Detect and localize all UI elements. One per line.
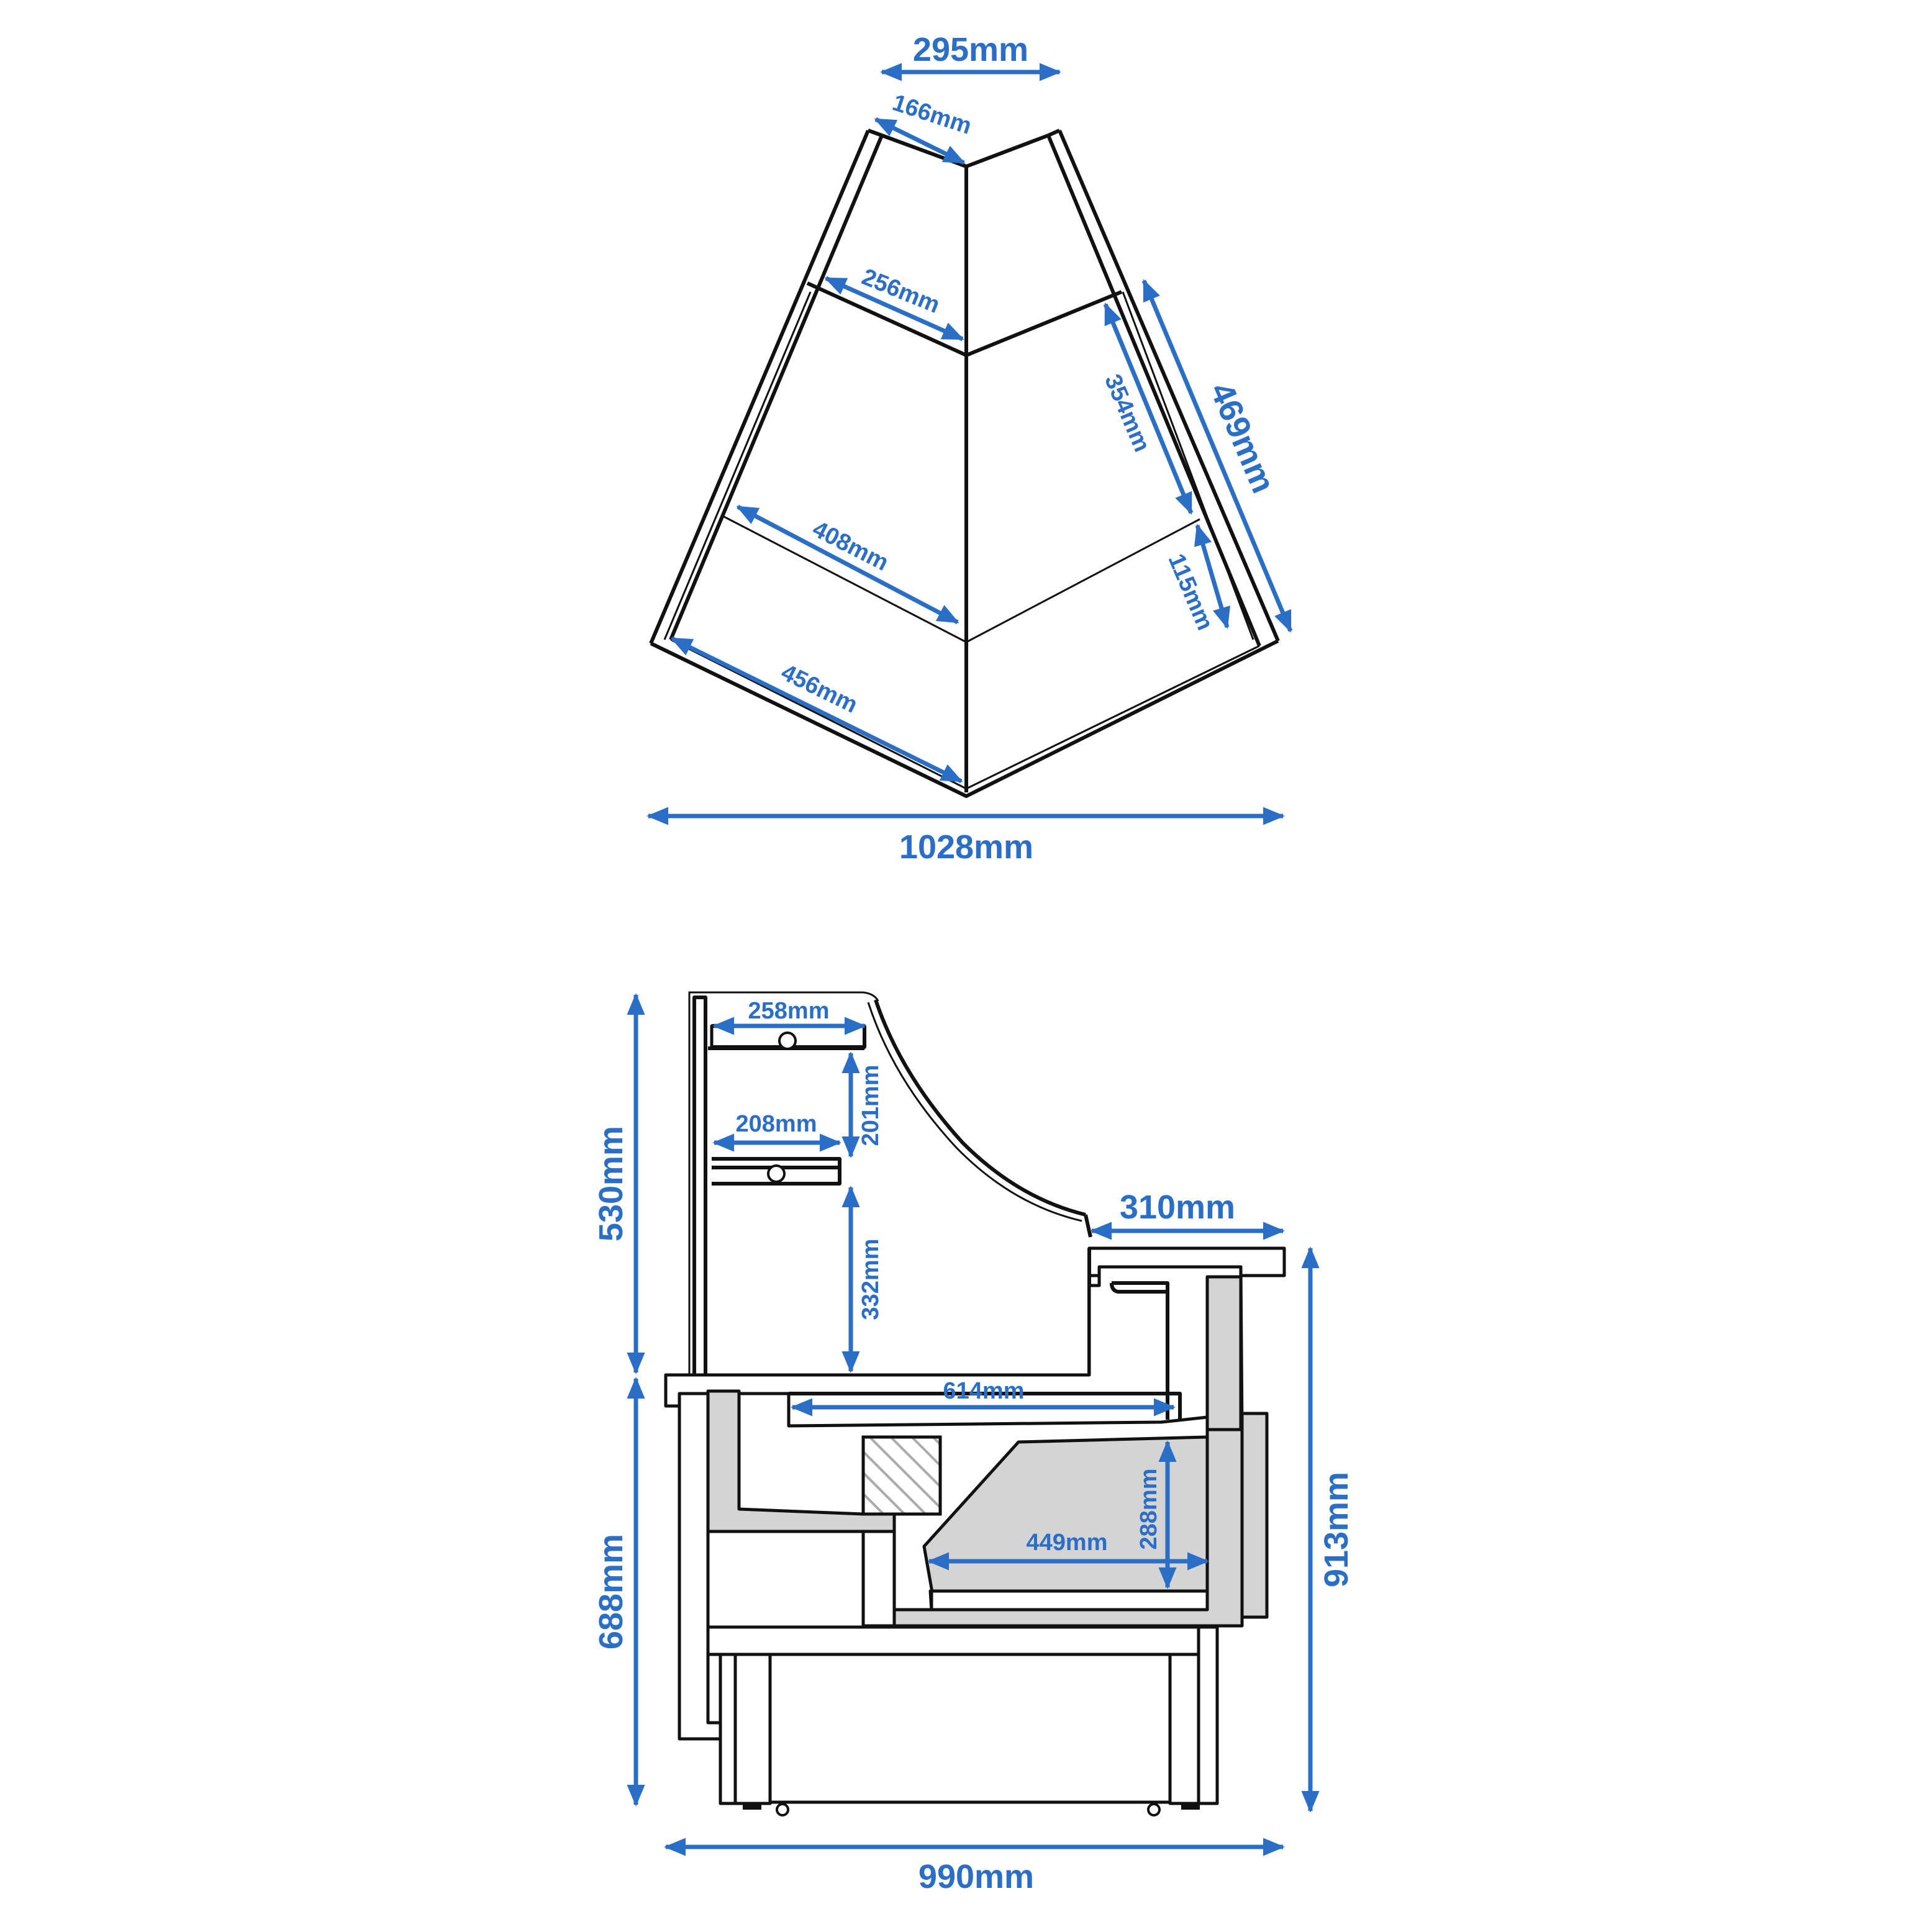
dim-208: 208mm [736, 1111, 817, 1137]
dim-614: 614mm [943, 1378, 1025, 1404]
side-view-dimensions: 258mm 208mm 201mm 332mm 530mm 688mm 913m… [592, 993, 1355, 1895]
dim-530: 530mm [592, 1126, 630, 1241]
dim-332: 332mm [858, 1239, 884, 1320]
dim-1028: 1028mm [899, 828, 1033, 866]
dim-line-354 [1103, 302, 1194, 515]
dim-295: 295mm [913, 31, 1028, 68]
side-view-outline [664, 991, 1286, 1816]
dim-310: 310mm [1120, 1189, 1235, 1226]
dim-688: 688mm [592, 1534, 630, 1649]
dim-449: 449mm [1027, 1530, 1108, 1556]
side-view: 258mm 208mm 201mm 332mm 530mm 688mm 913m… [592, 991, 1355, 1895]
dim-990: 990mm [918, 1858, 1034, 1895]
dim-line-256 [824, 276, 964, 342]
top-view: 295mm 166mm 256mm 408mm 456mm 469mm 354m… [646, 31, 1293, 866]
dim-288: 288mm [1136, 1469, 1162, 1550]
dim-line-456 [670, 636, 963, 784]
dim-913: 913mm [1318, 1472, 1355, 1587]
top-view-outline [649, 129, 1280, 798]
dim-258: 258mm [748, 998, 830, 1024]
dim-line-408 [736, 504, 959, 625]
dim-line-115 [1194, 524, 1230, 629]
front-panel [1240, 1412, 1269, 1619]
dim-201: 201mm [858, 1065, 884, 1146]
dim-469: 469mm [1203, 378, 1282, 499]
compressor-block [861, 1435, 942, 1516]
dim-354: 354mm [1099, 371, 1155, 456]
dim-line-166 [874, 117, 966, 165]
